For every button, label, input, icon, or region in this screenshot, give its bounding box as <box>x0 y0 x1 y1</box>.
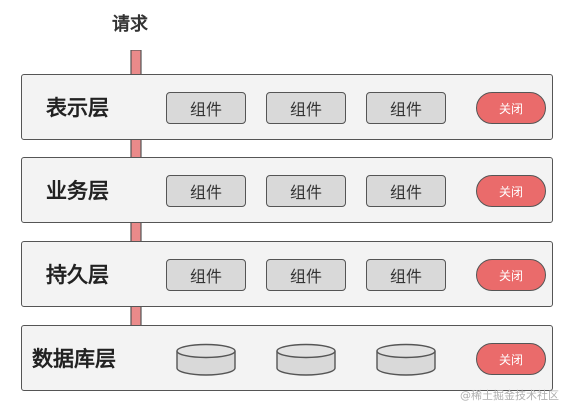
persistence-layer: 持久层 组件 组件 组件 关闭 <box>21 241 553 307</box>
close-button[interactable]: 关闭 <box>476 259 546 291</box>
database-icon <box>176 343 236 376</box>
component-box: 组件 <box>266 175 346 207</box>
close-button[interactable]: 关闭 <box>476 175 546 207</box>
watermark: @稀土掘金技术社区 <box>460 389 559 402</box>
component-box: 组件 <box>266 92 346 124</box>
business-layer: 业务层 组件 组件 组件 关闭 <box>21 157 553 223</box>
database-layer: 数据库层 关闭 <box>21 325 553 391</box>
component-box: 组件 <box>366 259 446 291</box>
presentation-layer: 表示层 组件 组件 组件 关闭 <box>21 74 553 140</box>
close-button[interactable]: 关闭 <box>476 343 546 375</box>
request-label: 请求 <box>112 14 148 35</box>
component-box: 组件 <box>166 259 246 291</box>
component-box: 组件 <box>366 175 446 207</box>
layer-title: 表示层 <box>46 96 109 120</box>
component-box: 组件 <box>366 92 446 124</box>
layer-title: 数据库层 <box>32 347 116 371</box>
database-icon <box>376 343 436 376</box>
database-icon <box>276 343 336 376</box>
layer-title: 业务层 <box>46 179 109 203</box>
layer-title: 持久层 <box>46 263 109 287</box>
component-box: 组件 <box>166 92 246 124</box>
close-button[interactable]: 关闭 <box>476 92 546 124</box>
component-box: 组件 <box>166 175 246 207</box>
component-box: 组件 <box>266 259 346 291</box>
